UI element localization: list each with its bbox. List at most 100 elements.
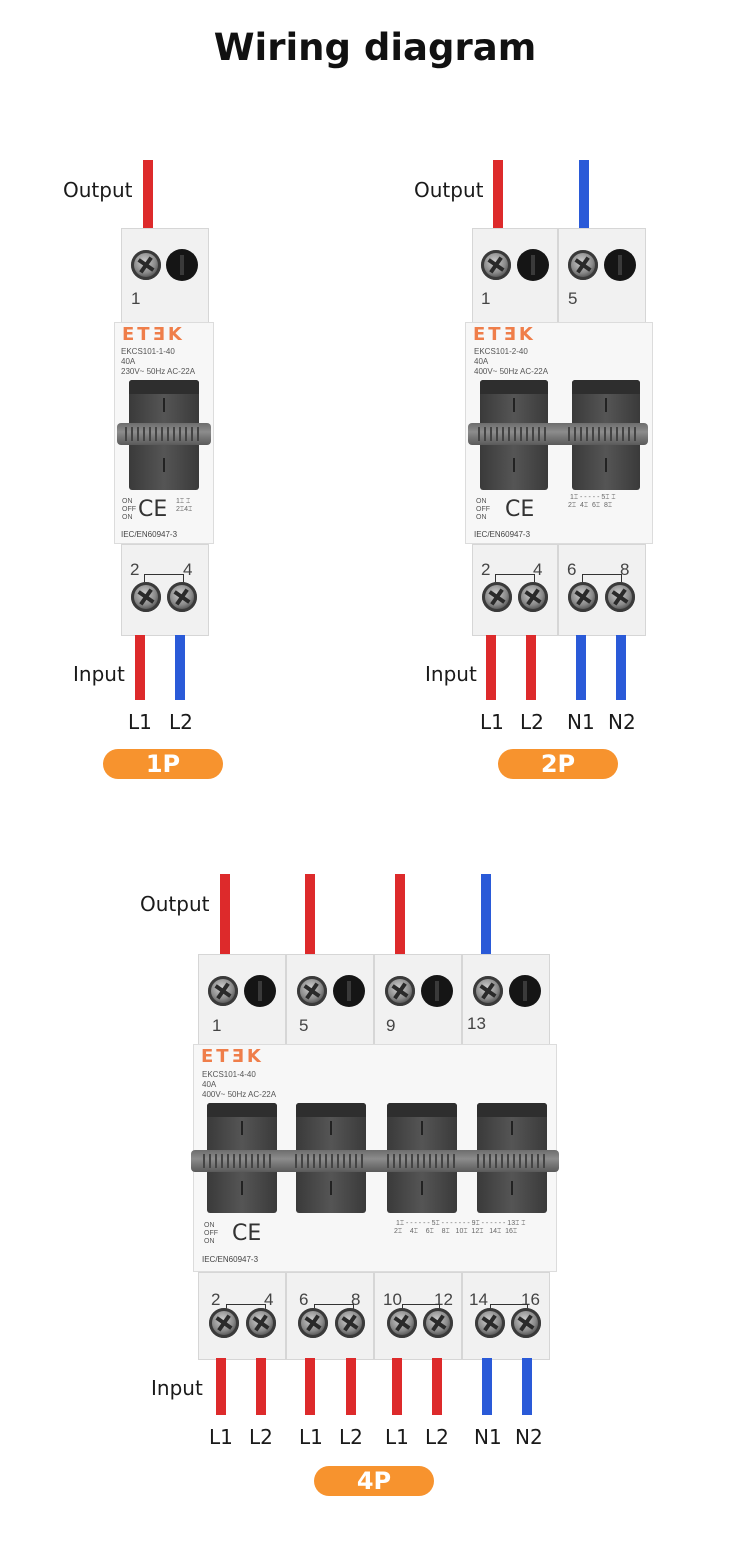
screw-icon [568, 582, 598, 612]
screw-icon [167, 582, 197, 612]
screw-icon [482, 582, 512, 612]
wire-label: L1 [385, 1425, 409, 1449]
ce-mark-icon: CE [505, 497, 535, 522]
screw-icon [475, 1308, 505, 1338]
wire-label: L2 [249, 1425, 273, 1449]
screw-icon [246, 1308, 276, 1338]
output-wire [143, 160, 153, 230]
output-wire [395, 874, 405, 956]
terminal-number: 6 [299, 1290, 309, 1309]
output-label: Output [63, 178, 133, 202]
terminal-hole-icon [421, 975, 453, 1007]
output-wire [481, 874, 491, 956]
terminal-hole-icon [166, 249, 198, 281]
screw-icon [387, 1308, 417, 1338]
terminal-hole-icon [333, 975, 365, 1007]
page-title: Wiring diagram [213, 26, 537, 69]
switch-states: ON OFF ON [204, 1222, 218, 1245]
output-label: Output [414, 178, 484, 202]
screw-icon [568, 250, 598, 280]
circuit-symbol-icon: 1⌶ - - - - - - 5⌶ - - - - - - - 9⌶ - - -… [394, 1220, 526, 1235]
top-terminal-block [462, 954, 550, 1050]
terminal-number: 5 [568, 289, 578, 308]
terminal-hole-icon [244, 975, 276, 1007]
screw-icon [297, 976, 327, 1006]
handle-bar[interactable] [191, 1150, 559, 1172]
brand-logo: ETƎK [201, 1046, 264, 1067]
output-label: Output [140, 892, 210, 916]
input-wire [305, 1358, 315, 1415]
input-wire [616, 635, 626, 700]
pole-badge-2p: 2P [498, 749, 618, 779]
terminal-number: 5 [299, 1016, 309, 1035]
standard-text: IEC/EN60947-3 [121, 530, 178, 539]
input-wire [576, 635, 586, 700]
terminal-hole-icon [604, 249, 636, 281]
terminal-number: 2 [211, 1290, 221, 1309]
output-wire [305, 874, 315, 956]
terminal-number: 10 [383, 1290, 402, 1309]
terminal-hole-icon [517, 249, 549, 281]
ce-mark-icon: CE [232, 1221, 262, 1246]
spec: 230V~ 50Hz AC-22A [121, 367, 196, 376]
switch-states: ON OFF ON [476, 498, 490, 521]
terminal-number: 4 [264, 1290, 274, 1309]
screw-icon [481, 250, 511, 280]
handle-bar[interactable] [468, 423, 648, 445]
top-terminal-block [472, 228, 558, 332]
wire-label: N2 [608, 710, 636, 734]
terminal-number: 9 [386, 1016, 396, 1035]
input-wire [216, 1358, 226, 1415]
screw-icon [335, 1308, 365, 1338]
input-wire [526, 635, 536, 700]
wire-label: L1 [299, 1425, 323, 1449]
model-info: EKCS101-2-40 40A 400V~ 50Hz AC-22A [474, 347, 549, 376]
handle-bar[interactable] [117, 423, 211, 445]
screw-icon [511, 1308, 541, 1338]
screw-icon [605, 582, 635, 612]
input-wire [256, 1358, 266, 1415]
input-label: Input [425, 662, 477, 686]
top-terminal-block [121, 228, 209, 332]
circuit-symbol-icon: 1⌶ ⌶2⌶4⌶ [176, 498, 193, 513]
terminal-number: 8 [351, 1290, 361, 1309]
terminal-number: 1 [481, 289, 491, 308]
screw-icon [209, 1308, 239, 1338]
circuit-symbol-icon: 1⌶ - - - - - 5⌶ ⌶2⌶ 4⌶ 6⌶ 8⌶ [568, 494, 616, 509]
input-wire-l2 [175, 635, 185, 700]
terminal-number: 14 [469, 1290, 488, 1309]
terminal-number: 1 [131, 289, 141, 308]
wire-label: L1 [128, 710, 152, 734]
screw-icon [473, 976, 503, 1006]
model-info: EKCS101-4-40 40A 400V~ 50Hz AC-22A [202, 1070, 277, 1099]
wire-label: L2 [169, 710, 193, 734]
model-number: EKCS101-1-40 [121, 347, 175, 356]
screw-icon [131, 250, 161, 280]
wire-label: N1 [474, 1425, 502, 1449]
output-wire [493, 160, 503, 230]
screw-icon [208, 976, 238, 1006]
ce-mark-icon: CE [138, 497, 168, 522]
screw-icon [385, 976, 415, 1006]
output-wire [220, 874, 230, 956]
terminal-number: 2 [130, 560, 140, 579]
wire-label: L1 [480, 710, 504, 734]
standard-text: IEC/EN60947-3 [474, 530, 531, 539]
rating: 40A [121, 357, 136, 366]
input-wire [432, 1358, 442, 1415]
terminal-number: 2 [481, 560, 491, 579]
wire-label: L1 [209, 1425, 233, 1449]
input-label: Input [151, 1376, 203, 1400]
terminal-number: 6 [567, 560, 577, 579]
input-wire [346, 1358, 356, 1415]
pole-badge-1p: 1P [103, 749, 223, 779]
screw-icon [518, 582, 548, 612]
screw-icon [298, 1308, 328, 1338]
screw-icon [131, 582, 161, 612]
model-info: EKCS101-1-40 40A 230V~ 50Hz AC-22A [121, 347, 195, 377]
output-wire [579, 160, 589, 230]
top-terminal-block [558, 228, 646, 332]
terminal-hole-icon [509, 975, 541, 1007]
switch-states: ON OFF ON [122, 498, 136, 521]
wire-label: L2 [425, 1425, 449, 1449]
